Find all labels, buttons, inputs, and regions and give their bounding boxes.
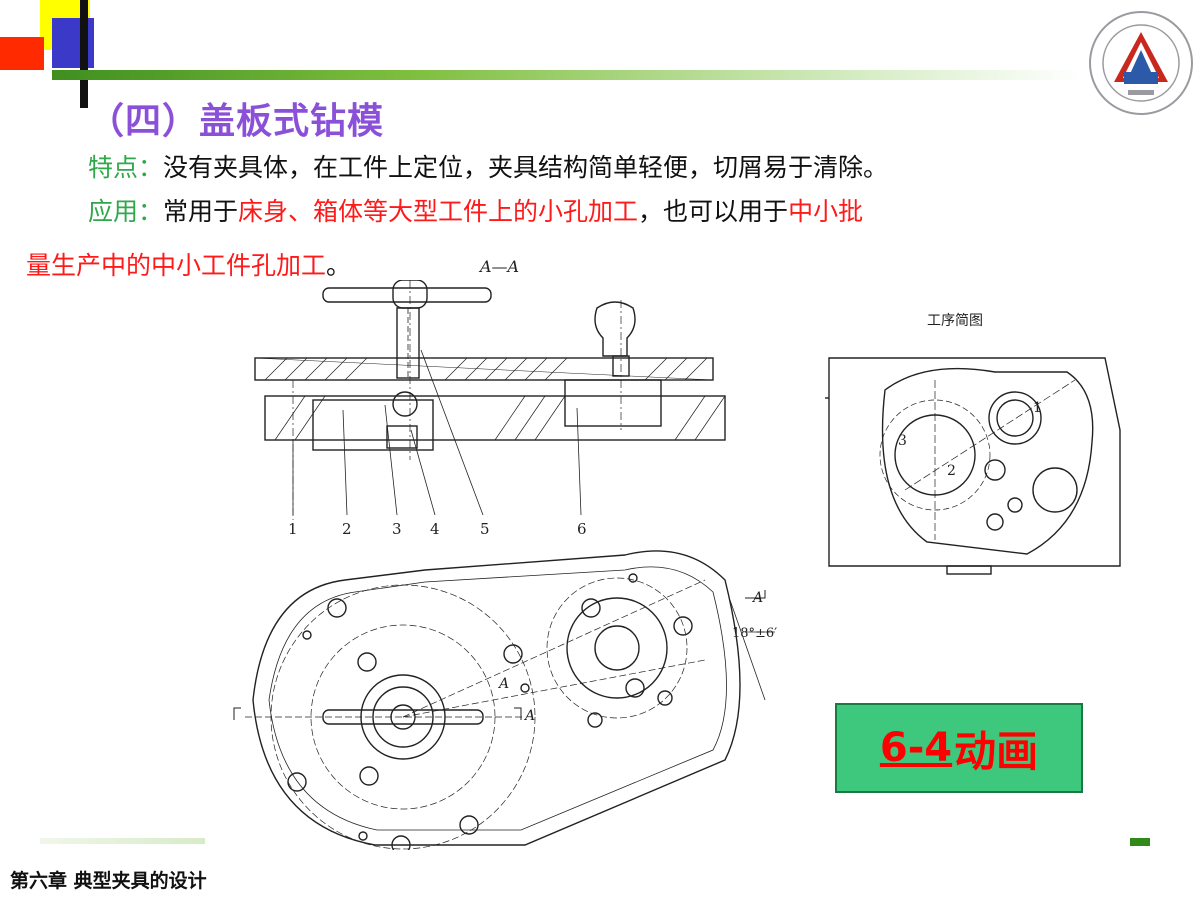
decor-red-block: [0, 37, 44, 70]
application-line-2: 量生产中的中小工件孔加工。: [26, 246, 351, 282]
decor-header-rule: [52, 70, 1082, 80]
decor-vertical-bar: [80, 0, 88, 108]
university-seal-icon: [1089, 11, 1193, 115]
sketch-hole-label-3: 3: [898, 433, 907, 449]
application-text-2: ，也可以用于: [638, 197, 789, 226]
application-line2-end: 。: [326, 251, 352, 280]
drill-jig-drawing: 1 2 3 4 5 6 工序简图 1 2 3: [233, 280, 1121, 850]
part-number-1: 1: [288, 520, 298, 538]
chapter-footer: 第六章 典型夹具的设计: [10, 870, 207, 892]
animation-button-number: 6-4: [879, 725, 953, 771]
slide-title: （四）盖板式钻模: [88, 100, 385, 142]
footer-green-marker: [1130, 838, 1150, 846]
section-view-label: A—A: [480, 257, 520, 276]
process-sketch: [825, 357, 1121, 575]
section-mark-a-inner: A: [497, 676, 509, 692]
application-line: 应用：常用于床身、箱体等大型工件上的小孔加工，也可以用于中小批: [88, 192, 863, 228]
sketch-hole-label-2: 2: [947, 463, 956, 479]
application-highlight-1: 床身、箱体等大型工件上的小孔加工: [238, 197, 639, 226]
application-label: 应用：: [88, 197, 164, 226]
process-sketch-label: 工序简图: [927, 312, 983, 329]
plan-view: [233, 550, 775, 850]
angle-dimension: 18°±6′: [732, 626, 777, 641]
features-text: 没有夹具体，在工件上定位，夹具结构简单轻便，切屑易于清除。: [163, 153, 889, 182]
section-mark-a-top: A: [751, 590, 763, 606]
animation-button-label: 动画: [954, 726, 1039, 776]
application-line2-highlight: 量生产中的中小工件孔加工: [26, 251, 327, 280]
section-view: [254, 280, 726, 520]
part-number-3: 3: [392, 520, 402, 538]
application-text-1: 常用于: [163, 197, 239, 226]
part-number-5: 5: [480, 520, 490, 538]
application-highlight-2: 中小批: [788, 197, 864, 226]
features-label: 特点：: [88, 153, 164, 182]
footer-rule: [40, 838, 205, 844]
section-mark-a-right: A: [523, 708, 535, 724]
part-number-4: 4: [430, 520, 440, 538]
sketch-hole-label-1: 1: [1033, 400, 1042, 416]
part-number-6: 6: [577, 520, 587, 538]
features-line: 特点：没有夹具体，在工件上定位，夹具结构简单轻便，切屑易于清除。: [88, 148, 888, 184]
part-number-2: 2: [342, 520, 352, 538]
